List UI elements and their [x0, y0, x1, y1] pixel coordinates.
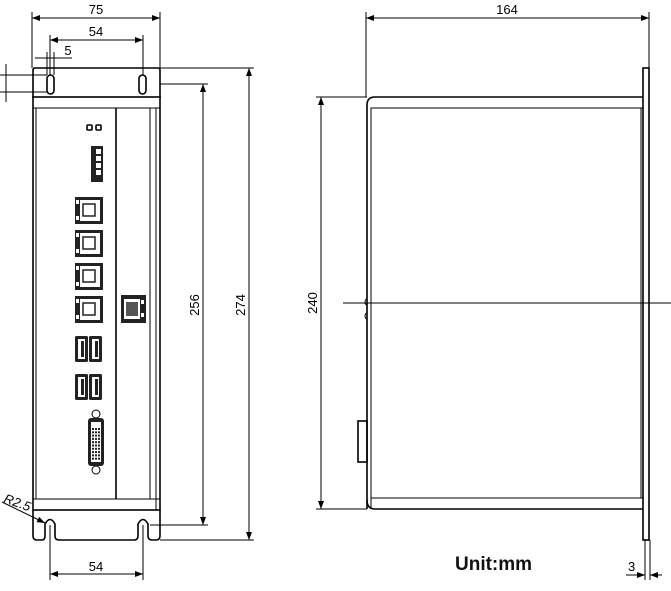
dimension-corner-radius: R2.5: [1, 491, 46, 524]
unit-label: Unit:mm: [455, 554, 532, 575]
front-view: 75 54 5 13 256 274 5: [0, 2, 254, 580]
side-body-outline: [366, 96, 643, 509]
dimension-height: 240: [305, 96, 367, 510]
top-slot-left: [46, 74, 55, 95]
dimension-depth: 164: [365, 2, 650, 97]
dim-13-label: 13: [0, 77, 3, 91]
rj45-port-icon: [75, 296, 103, 323]
led-icon: [95, 124, 102, 131]
dimension-top-hole-spacing: 54: [49, 24, 144, 75]
usb-port-icon: [75, 374, 88, 400]
rj45-port-icon: [75, 263, 103, 290]
dimension-flange-thickness: 3: [626, 540, 662, 580]
top-slot-right: [138, 74, 147, 95]
bottom-flange: [32, 510, 161, 541]
rj45-port-icon: [75, 230, 103, 257]
dimension-bottom-hole-spacing: 54: [49, 525, 144, 580]
dimension-slot-width: 5: [35, 43, 72, 75]
terminal-block-icon: [91, 146, 103, 182]
led-icon: [86, 124, 93, 131]
dim-274-label: 274: [233, 294, 248, 316]
dimension-overall-width: 75: [31, 2, 161, 68]
dim-5-label: 5: [64, 43, 71, 58]
usb-port-icon: [75, 336, 88, 362]
dim-240-label: 240: [305, 292, 320, 314]
dimension-slot-offset: 13: [0, 64, 47, 102]
rj45-side-port-icon: [121, 295, 146, 323]
top-flange: [32, 67, 161, 98]
dimension-overall-height: 274: [160, 67, 254, 541]
side-connector: [357, 420, 368, 463]
enclosure-body: [32, 96, 161, 511]
usb-port-icon: [89, 336, 102, 362]
dim-164-label: 164: [496, 2, 518, 17]
mounting-flange: [642, 67, 650, 541]
dim-3-label: 3: [628, 559, 635, 574]
rj45-port-icon: [75, 197, 103, 224]
dimension-body-height: 256: [150, 83, 208, 526]
dim-75-label: 75: [89, 2, 103, 17]
dvi-port-icon: [88, 409, 104, 475]
dim-256-label: 256: [187, 294, 202, 316]
dim-r25-label: R2.5: [2, 491, 34, 515]
dim-54-bottom-label: 54: [89, 559, 103, 574]
usb-port-icon: [89, 374, 102, 400]
dim-54-top-label: 54: [89, 24, 103, 39]
side-view: 164 240 3: [305, 2, 671, 580]
